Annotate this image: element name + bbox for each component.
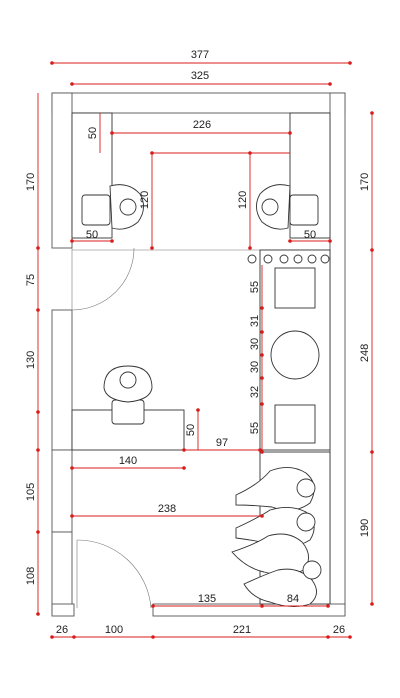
label-bottom-door: 100 [105, 624, 123, 636]
person-icon [243, 568, 317, 607]
main-door [76, 539, 152, 609]
knob-icon [279, 254, 289, 264]
knob-icon [320, 254, 330, 264]
label-left-lower: 105 [25, 483, 37, 501]
label-right-desk-width: 50 [304, 229, 316, 241]
label-lower-140: 140 [119, 455, 137, 467]
label-left-desk-width: 50 [86, 229, 98, 241]
appliance-square-top [274, 267, 316, 309]
label-top-overall: 377 [191, 49, 209, 61]
label-bottom-135: 135 [198, 593, 216, 605]
bench-people [231, 467, 322, 607]
chair-seat [81, 194, 111, 226]
right-wall [329, 92, 346, 616]
head-icon [296, 512, 316, 532]
label-right-top-height: 170 [359, 173, 371, 191]
label-right-counter: 248 [359, 344, 371, 362]
knob-icon [263, 254, 273, 264]
label-left-top-height: 170 [25, 173, 37, 191]
label-right-bottom: 190 [359, 519, 371, 537]
label-inner-width: 226 [193, 119, 211, 131]
head-icon [119, 198, 137, 216]
chair-right [256, 184, 319, 230]
label-counter-seg2: 31 [249, 315, 261, 327]
chair-left [81, 184, 144, 230]
stove-knobs [247, 254, 330, 264]
round-appliance [270, 330, 320, 380]
label-left-door-gap: 75 [25, 274, 37, 286]
left-wall-middle [51, 309, 73, 451]
left-wall-bottom [51, 531, 73, 615]
appliance-square-bottom [274, 404, 316, 444]
knob-icon [293, 254, 303, 264]
door-swing-arc [71, 247, 135, 311]
top-wall [51, 92, 346, 114]
knob-icon [247, 254, 257, 264]
chair-seat [289, 194, 319, 226]
dimension-lines [36, 61, 374, 639]
label-counter-seg5: 32 [249, 386, 261, 398]
label-counter-seg3: 30 [249, 338, 261, 350]
label-counter-seg4: 30 [249, 361, 261, 373]
head-icon [119, 371, 137, 389]
head-icon [261, 198, 279, 216]
label-mid-offset: 97 [216, 437, 228, 449]
label-lower-238: 238 [158, 503, 176, 515]
label-mid-desk-depth: 50 [185, 424, 197, 436]
label-right-120: 120 [237, 191, 249, 209]
chair-middle [103, 365, 153, 425]
label-bottom-right-wall: 26 [333, 624, 345, 636]
left-wall-upper [51, 92, 73, 249]
head-icon [302, 560, 322, 580]
bottom-wall-right [152, 603, 346, 617]
left-wall-lower [51, 449, 73, 533]
label-left-bottom: 108 [25, 567, 37, 585]
label-bottom-mid: 221 [233, 624, 251, 636]
main-door-swing-arc [76, 539, 152, 609]
chair-seat [111, 399, 145, 425]
label-top-inner: 325 [191, 70, 209, 82]
walls [51, 92, 346, 617]
label-counter-seg1: 55 [249, 281, 261, 293]
dimension-labels: 377 325 226 50 120 120 50 50 170 75 130 … [25, 49, 371, 636]
bottom-wall-left [51, 603, 75, 617]
head-icon [296, 478, 316, 498]
label-left-mid: 130 [25, 351, 37, 369]
label-counter-seg6: 55 [249, 422, 261, 434]
label-bottom-84: 84 [287, 593, 299, 605]
label-left-desk-depth: 50 [87, 127, 99, 139]
entry-door [71, 247, 135, 311]
knob-icon [307, 254, 317, 264]
person-icon [231, 533, 309, 575]
label-left-120: 120 [139, 191, 151, 209]
label-bottom-left-wall: 26 [56, 624, 68, 636]
